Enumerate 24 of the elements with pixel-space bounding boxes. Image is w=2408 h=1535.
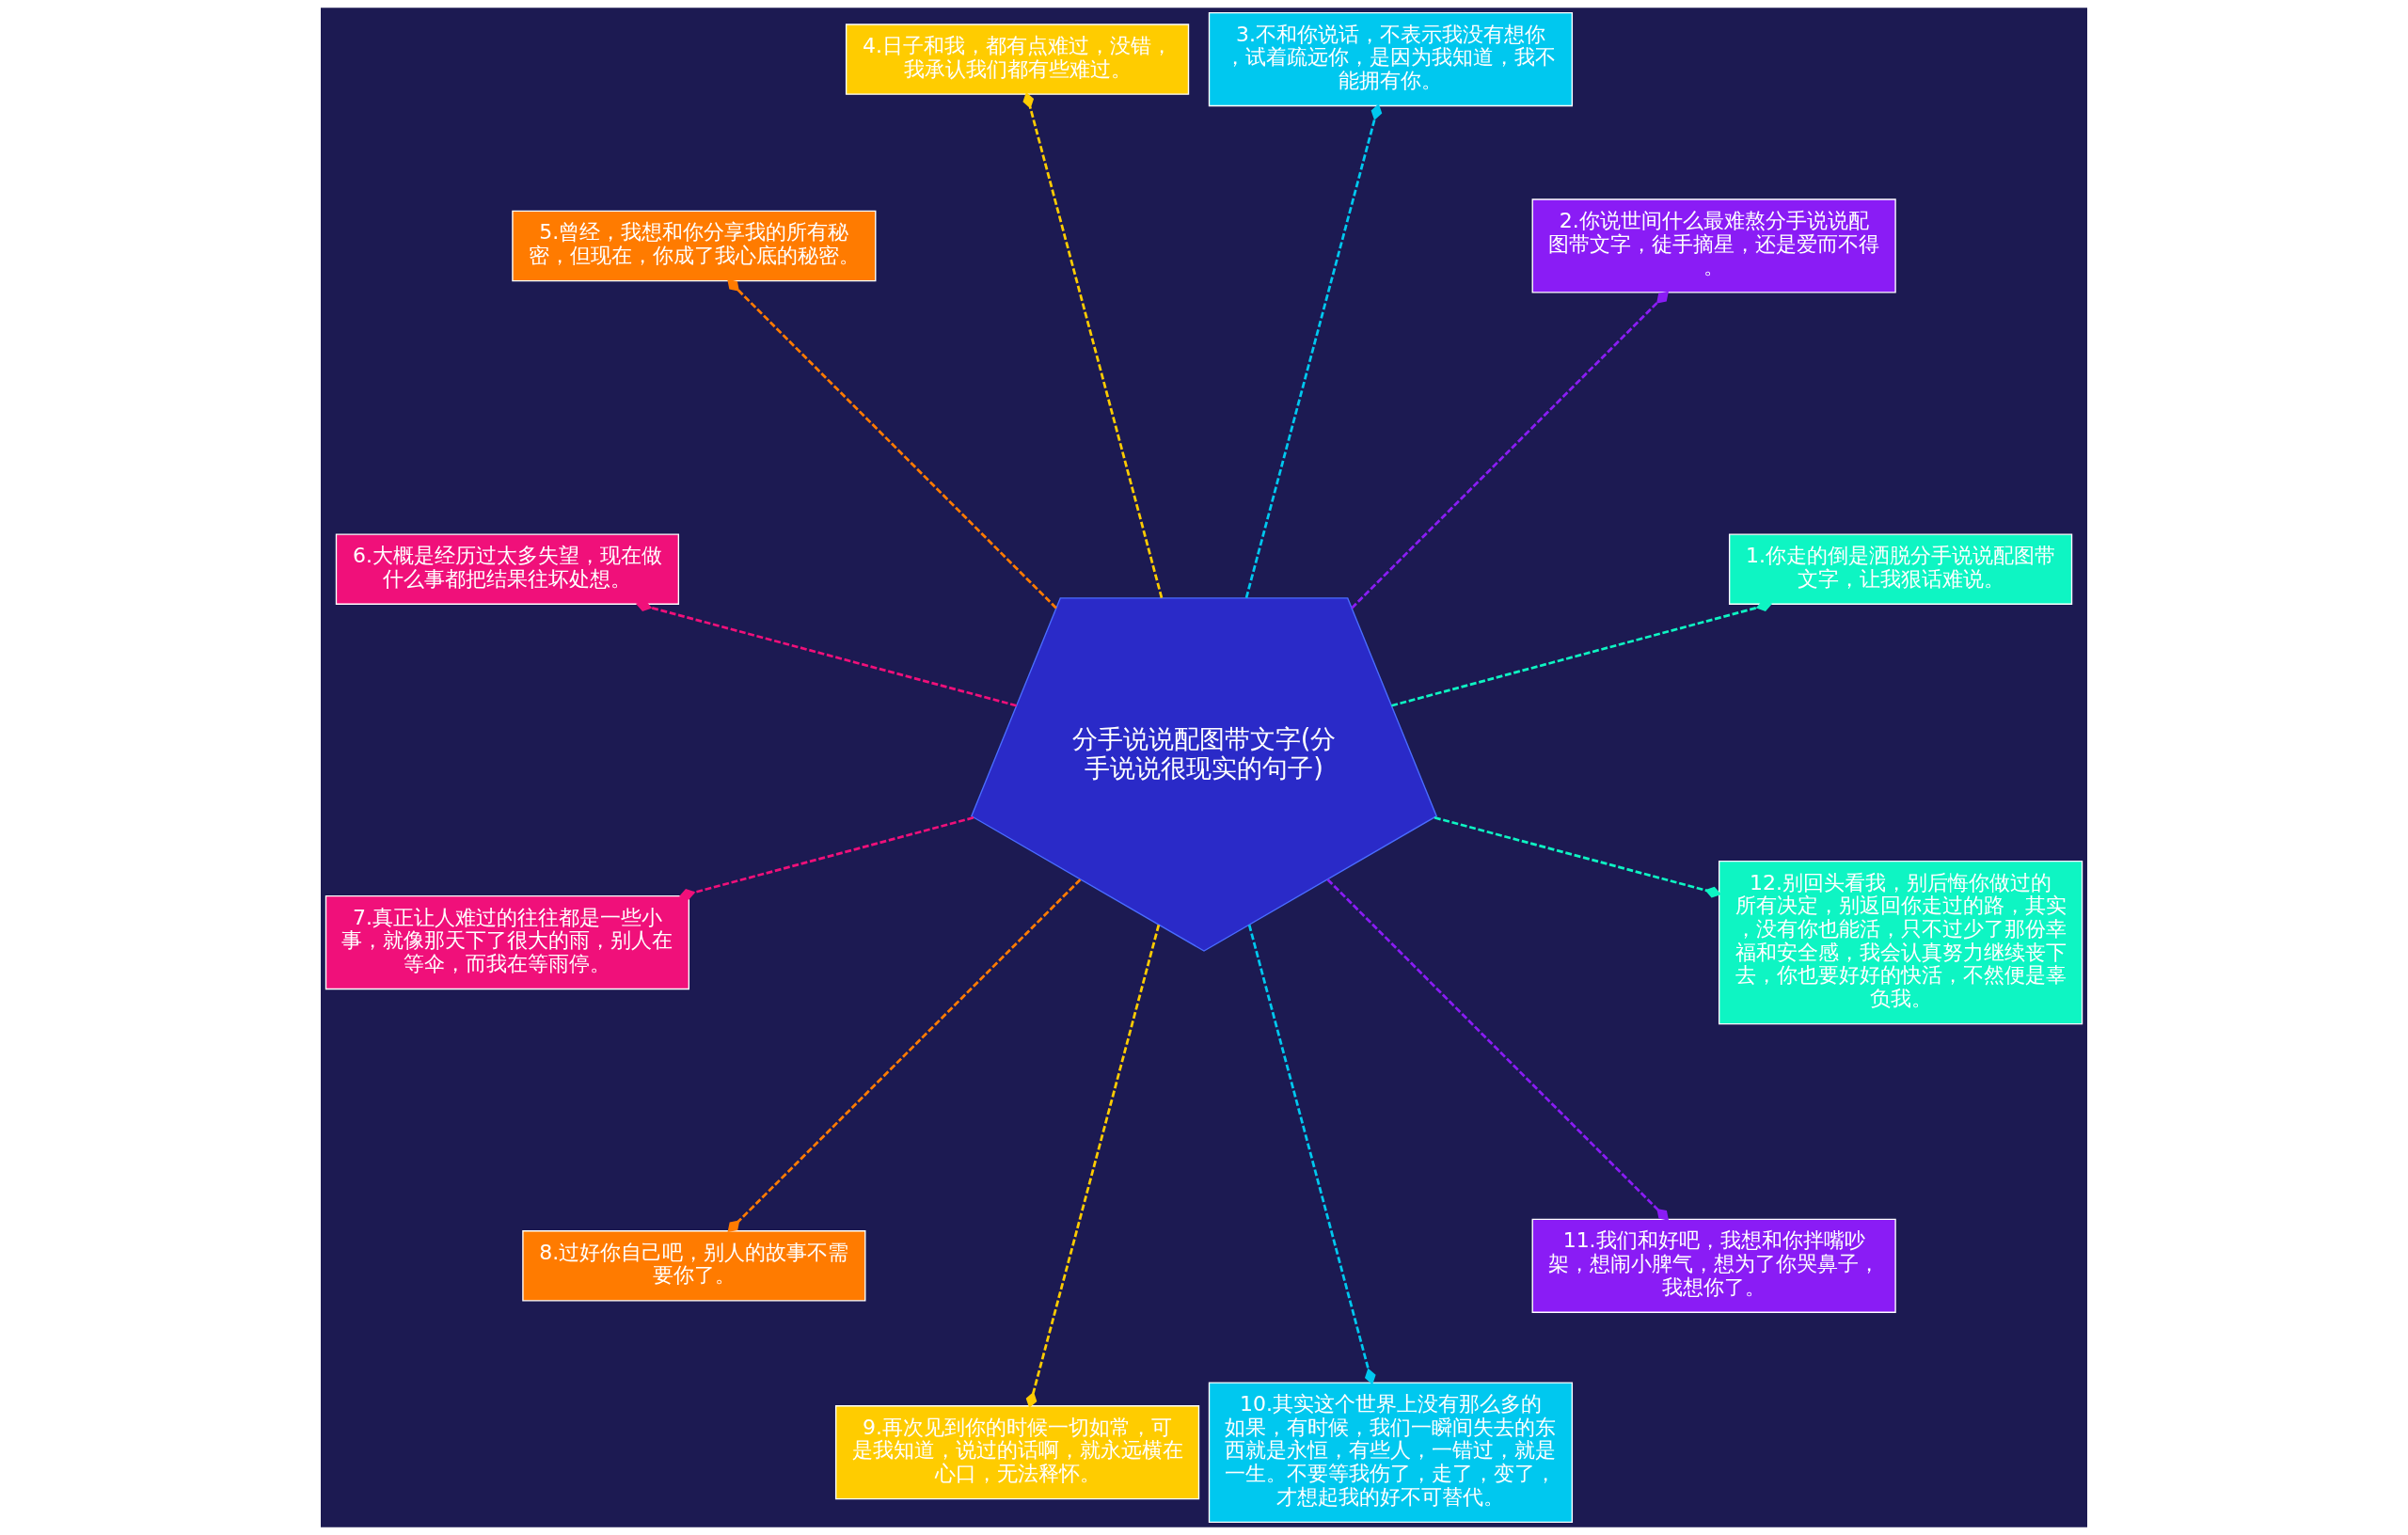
connector [727, 878, 1082, 1233]
node-box: 10.其实这个世界上没有那么多的如果，有时候，我们一瞬间失去的东西就是永恒，有些人，一错过，就是一生。不要等我伤了，走了，变了，才想起我的好不可替代。 [1208, 1382, 1574, 1524]
connector [1247, 925, 1376, 1385]
connector [678, 815, 974, 900]
connector [1244, 103, 1383, 598]
connector [1351, 291, 1669, 609]
connector [727, 278, 1057, 609]
connector [635, 600, 1017, 707]
connector [1022, 91, 1164, 598]
node-box: 3.不和你说话，不表示我没有想你，试着疏远你，是因为我知道，我不能拥有你。 [1208, 11, 1574, 107]
connector [1391, 600, 1773, 707]
node-box: 5.曾经，我想和你分享我的所有秘密，但现在，你成了我心底的秘密。 [512, 210, 877, 282]
node-box: 8.过好你自己吧，别人的故事不需要你了。 [522, 1230, 866, 1302]
connector [1326, 878, 1670, 1221]
connector [1434, 815, 1721, 898]
connector [1025, 925, 1161, 1409]
node-box: 6.大概是经历过太多失望，现在做什么事都把结果往坏处想。 [335, 533, 680, 605]
node-box: 11.我们和好吧，我想和你拌嘴吵架，想闹小脾气，想为了你哭鼻子，我想你了。 [1531, 1218, 1896, 1313]
node-box: 12.别回头看我，别后悔你做过的所有决定，别返回你走过的路，其实，没有你也能活，只不过少了那份幸福和安全感，我会认真努力继续丧下去，你也要好好的快活，不然便是辜负我。 [1718, 860, 2083, 1025]
node-box: 2.你说世间什么最难熬分手说说配图带文字，徒手摘星，还是爱而不得。 [1531, 198, 1896, 293]
node-box: 9.再次见到你的时候一切如常，可是我知道，说过的话啊，就永远横在心口，无法释怀。 [834, 1405, 1200, 1500]
node-box: 1.你走的倒是洒脱分手说说配图带文字，让我狠话难说。 [1728, 533, 2073, 605]
node-box: 4.日子和我，都有点难过，没错，我承认我们都有些难过。 [845, 24, 1190, 95]
node-box: 7.真正让人难过的往往都是一些小事，就像那天下了很大的雨，别人在等伞，而我在等雨停。 [325, 894, 690, 990]
